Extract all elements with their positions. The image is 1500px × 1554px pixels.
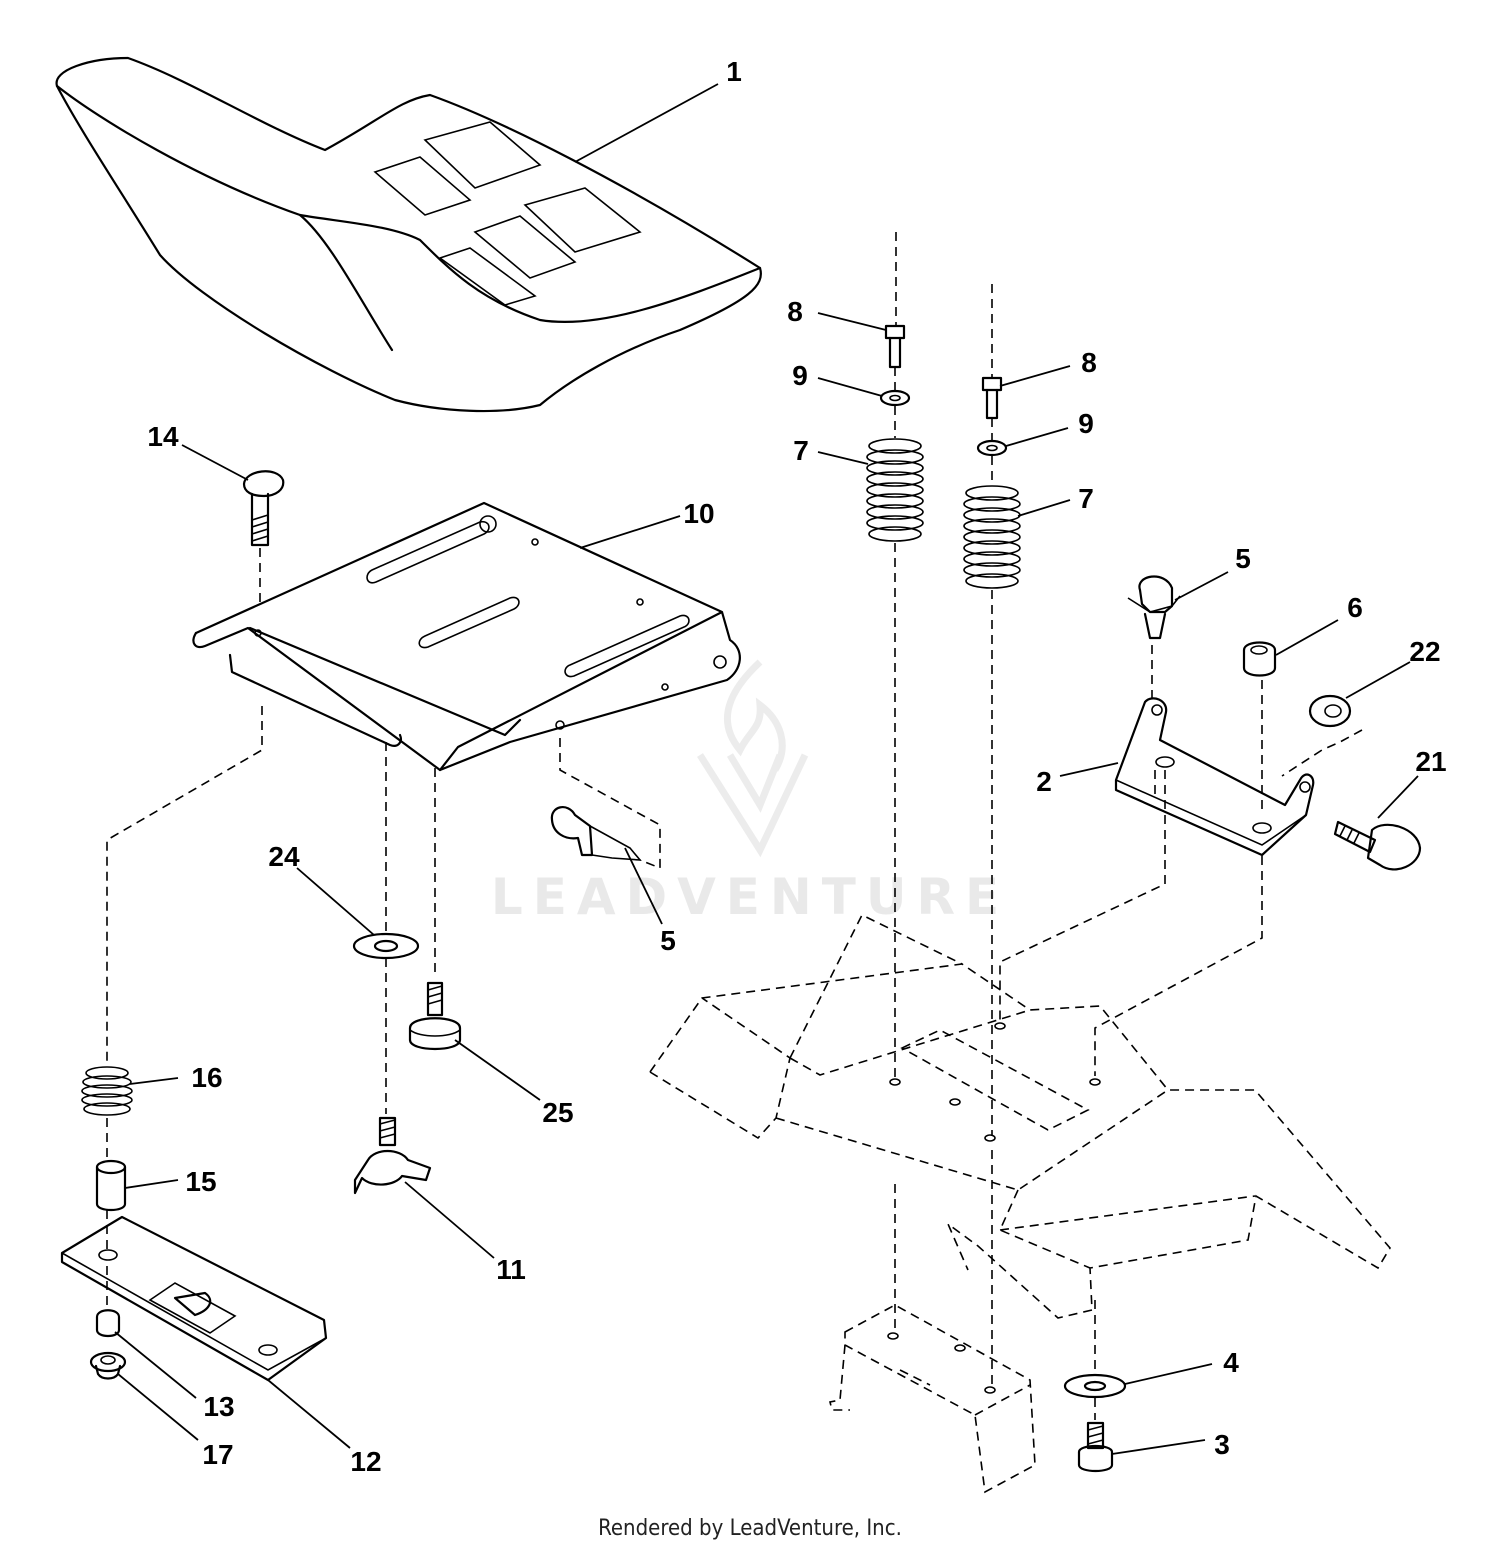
part-seat-pan bbox=[192, 501, 741, 772]
callout-12: 12 bbox=[350, 1446, 381, 1477]
part-shoulder-bolt bbox=[408, 981, 462, 1050]
part-washer-9-right bbox=[976, 439, 1008, 457]
callout-11: 11 bbox=[496, 1254, 526, 1285]
watermark-text: LEADVENTURE bbox=[491, 868, 1009, 926]
callouts: 1 2 3 4 5 5 6 7 7 8 8 9 9 10 11 12 13 14… bbox=[147, 56, 1446, 1477]
part-bolt-8-right bbox=[981, 376, 1003, 420]
assembly-lines bbox=[106, 232, 1363, 1420]
callout-15: 15 bbox=[185, 1166, 216, 1197]
callout-7b: 7 bbox=[1078, 483, 1094, 514]
watermark: LEADVENTURE bbox=[491, 659, 1009, 926]
part-spring-7-left bbox=[866, 438, 924, 542]
callout-4: 4 bbox=[1223, 1347, 1239, 1378]
part-bolt-8-left bbox=[884, 324, 906, 369]
footer-credit: Rendered by LeadVenture, Inc. bbox=[598, 1516, 902, 1541]
callout-6: 6 bbox=[1347, 592, 1363, 623]
watermark-flame-icon bbox=[723, 659, 786, 772]
part-washer-4 bbox=[1063, 1373, 1127, 1399]
part-knob bbox=[353, 1116, 432, 1195]
parts-diagram: LEADVENTURE bbox=[55, 56, 1447, 1494]
part-bolt-3 bbox=[1077, 1421, 1114, 1473]
leader-lines bbox=[114, 83, 1419, 1455]
part-nut-22 bbox=[1308, 694, 1352, 728]
part-bracket-plate bbox=[60, 1215, 328, 1382]
callout-8b: 8 bbox=[1081, 347, 1097, 378]
callout-24: 24 bbox=[268, 841, 300, 872]
part-washer-24 bbox=[352, 932, 420, 960]
callout-13: 13 bbox=[203, 1391, 234, 1422]
part-carriage-bolt bbox=[242, 470, 285, 547]
callout-5b: 5 bbox=[1235, 543, 1251, 574]
callout-22: 22 bbox=[1409, 636, 1440, 667]
part-spring-16 bbox=[81, 1066, 133, 1116]
frame-bracket-outline bbox=[829, 1304, 1036, 1494]
callout-14: 14 bbox=[147, 421, 179, 452]
part-washer-9-left bbox=[879, 389, 911, 407]
part-lock-nut bbox=[1242, 641, 1277, 677]
watermark-v-icon bbox=[697, 753, 809, 858]
callout-8a: 8 bbox=[787, 296, 803, 327]
part-bracket bbox=[1114, 697, 1315, 857]
callout-5a: 5 bbox=[660, 925, 676, 956]
callout-16: 16 bbox=[191, 1062, 222, 1093]
callout-10: 10 bbox=[683, 498, 714, 529]
part-seat bbox=[55, 56, 762, 413]
tractor-frame-outline bbox=[649, 913, 1391, 1319]
part-nut-13 bbox=[95, 1309, 121, 1338]
callout-21: 21 bbox=[1415, 746, 1446, 777]
callout-7a: 7 bbox=[793, 435, 809, 466]
callout-9a: 9 bbox=[792, 360, 808, 391]
callout-1: 1 bbox=[726, 56, 742, 87]
part-clip-right bbox=[1127, 575, 1181, 640]
callout-25: 25 bbox=[542, 1097, 573, 1128]
part-bushing bbox=[95, 1159, 127, 1212]
part-shoulder-bolt-21 bbox=[1333, 820, 1422, 871]
frame-holes bbox=[887, 1022, 1101, 1394]
callout-2: 2 bbox=[1036, 766, 1052, 797]
callout-3: 3 bbox=[1214, 1429, 1230, 1460]
part-spring-7-right bbox=[963, 485, 1021, 589]
callout-9b: 9 bbox=[1078, 408, 1094, 439]
callout-17: 17 bbox=[202, 1439, 233, 1470]
